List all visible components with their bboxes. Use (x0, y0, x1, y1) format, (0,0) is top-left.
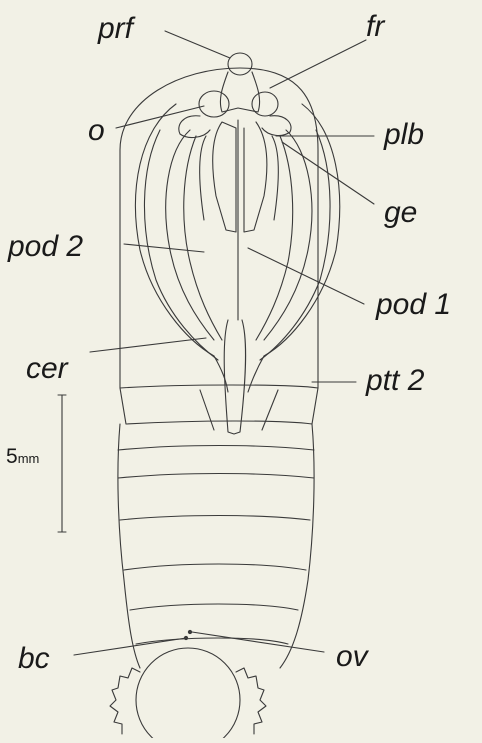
label-pod1: pod 1 (376, 290, 451, 320)
label-prf: prf (98, 14, 133, 44)
scale-bar-value: 5 (6, 445, 18, 468)
leader-prf (165, 31, 230, 58)
abdomen-outline-right (280, 424, 314, 668)
cercus (200, 390, 278, 430)
wing-case-right (264, 104, 340, 356)
abdomen-outline-left (118, 424, 140, 668)
eye-right (252, 92, 278, 116)
label-plb: plb (384, 120, 424, 150)
label-fr: fr (366, 12, 384, 42)
leader-bc (74, 638, 186, 655)
abdominal-segment-4 (124, 564, 306, 570)
abdominal-segment-3 (120, 516, 310, 521)
label-bc: bc (18, 644, 50, 674)
leader-fr (270, 40, 366, 88)
ov-marker (188, 630, 191, 633)
wing-case-left (136, 104, 215, 356)
abdominal-segment-2 (118, 474, 314, 479)
gena-right (262, 116, 291, 136)
scale-bar-unit: mm (18, 451, 40, 466)
label-cer: cer (26, 354, 68, 384)
leader-pod1 (248, 248, 364, 304)
antenna-left (166, 130, 214, 340)
abdominal-segment-1 (118, 446, 314, 451)
scale-bar-label: 5mm (6, 446, 39, 467)
label-ov: ov (336, 642, 368, 672)
frons (220, 72, 259, 112)
labrum-right (244, 122, 267, 232)
terminal-ring (136, 648, 240, 738)
wing-case-left-inner (144, 130, 218, 360)
abdominal-segment-5 (130, 604, 298, 610)
leader-cer (90, 338, 206, 352)
leg-tip-right (248, 356, 264, 392)
bc-marker (184, 636, 187, 639)
leg-tip-left (214, 356, 228, 392)
leader-ge (282, 142, 374, 204)
label-pod2: pod 2 (8, 232, 83, 262)
galea-right (272, 136, 278, 220)
leader-pod2 (124, 244, 204, 252)
prefrons-knob (228, 53, 252, 75)
label-ptt2: ptt 2 (366, 366, 424, 396)
leader-ov (192, 632, 324, 652)
label-o: o (88, 116, 105, 146)
labrum (213, 122, 236, 232)
wing-case-right-inner (260, 130, 330, 360)
antenna-right-inner (256, 136, 293, 340)
cremaster-strip (224, 320, 245, 434)
label-ge: ge (384, 198, 417, 228)
eye-left (199, 91, 229, 117)
gena-left (179, 116, 210, 138)
antenna-left-inner (184, 136, 222, 340)
galea-left (200, 136, 206, 220)
thorax-segment (120, 385, 318, 424)
